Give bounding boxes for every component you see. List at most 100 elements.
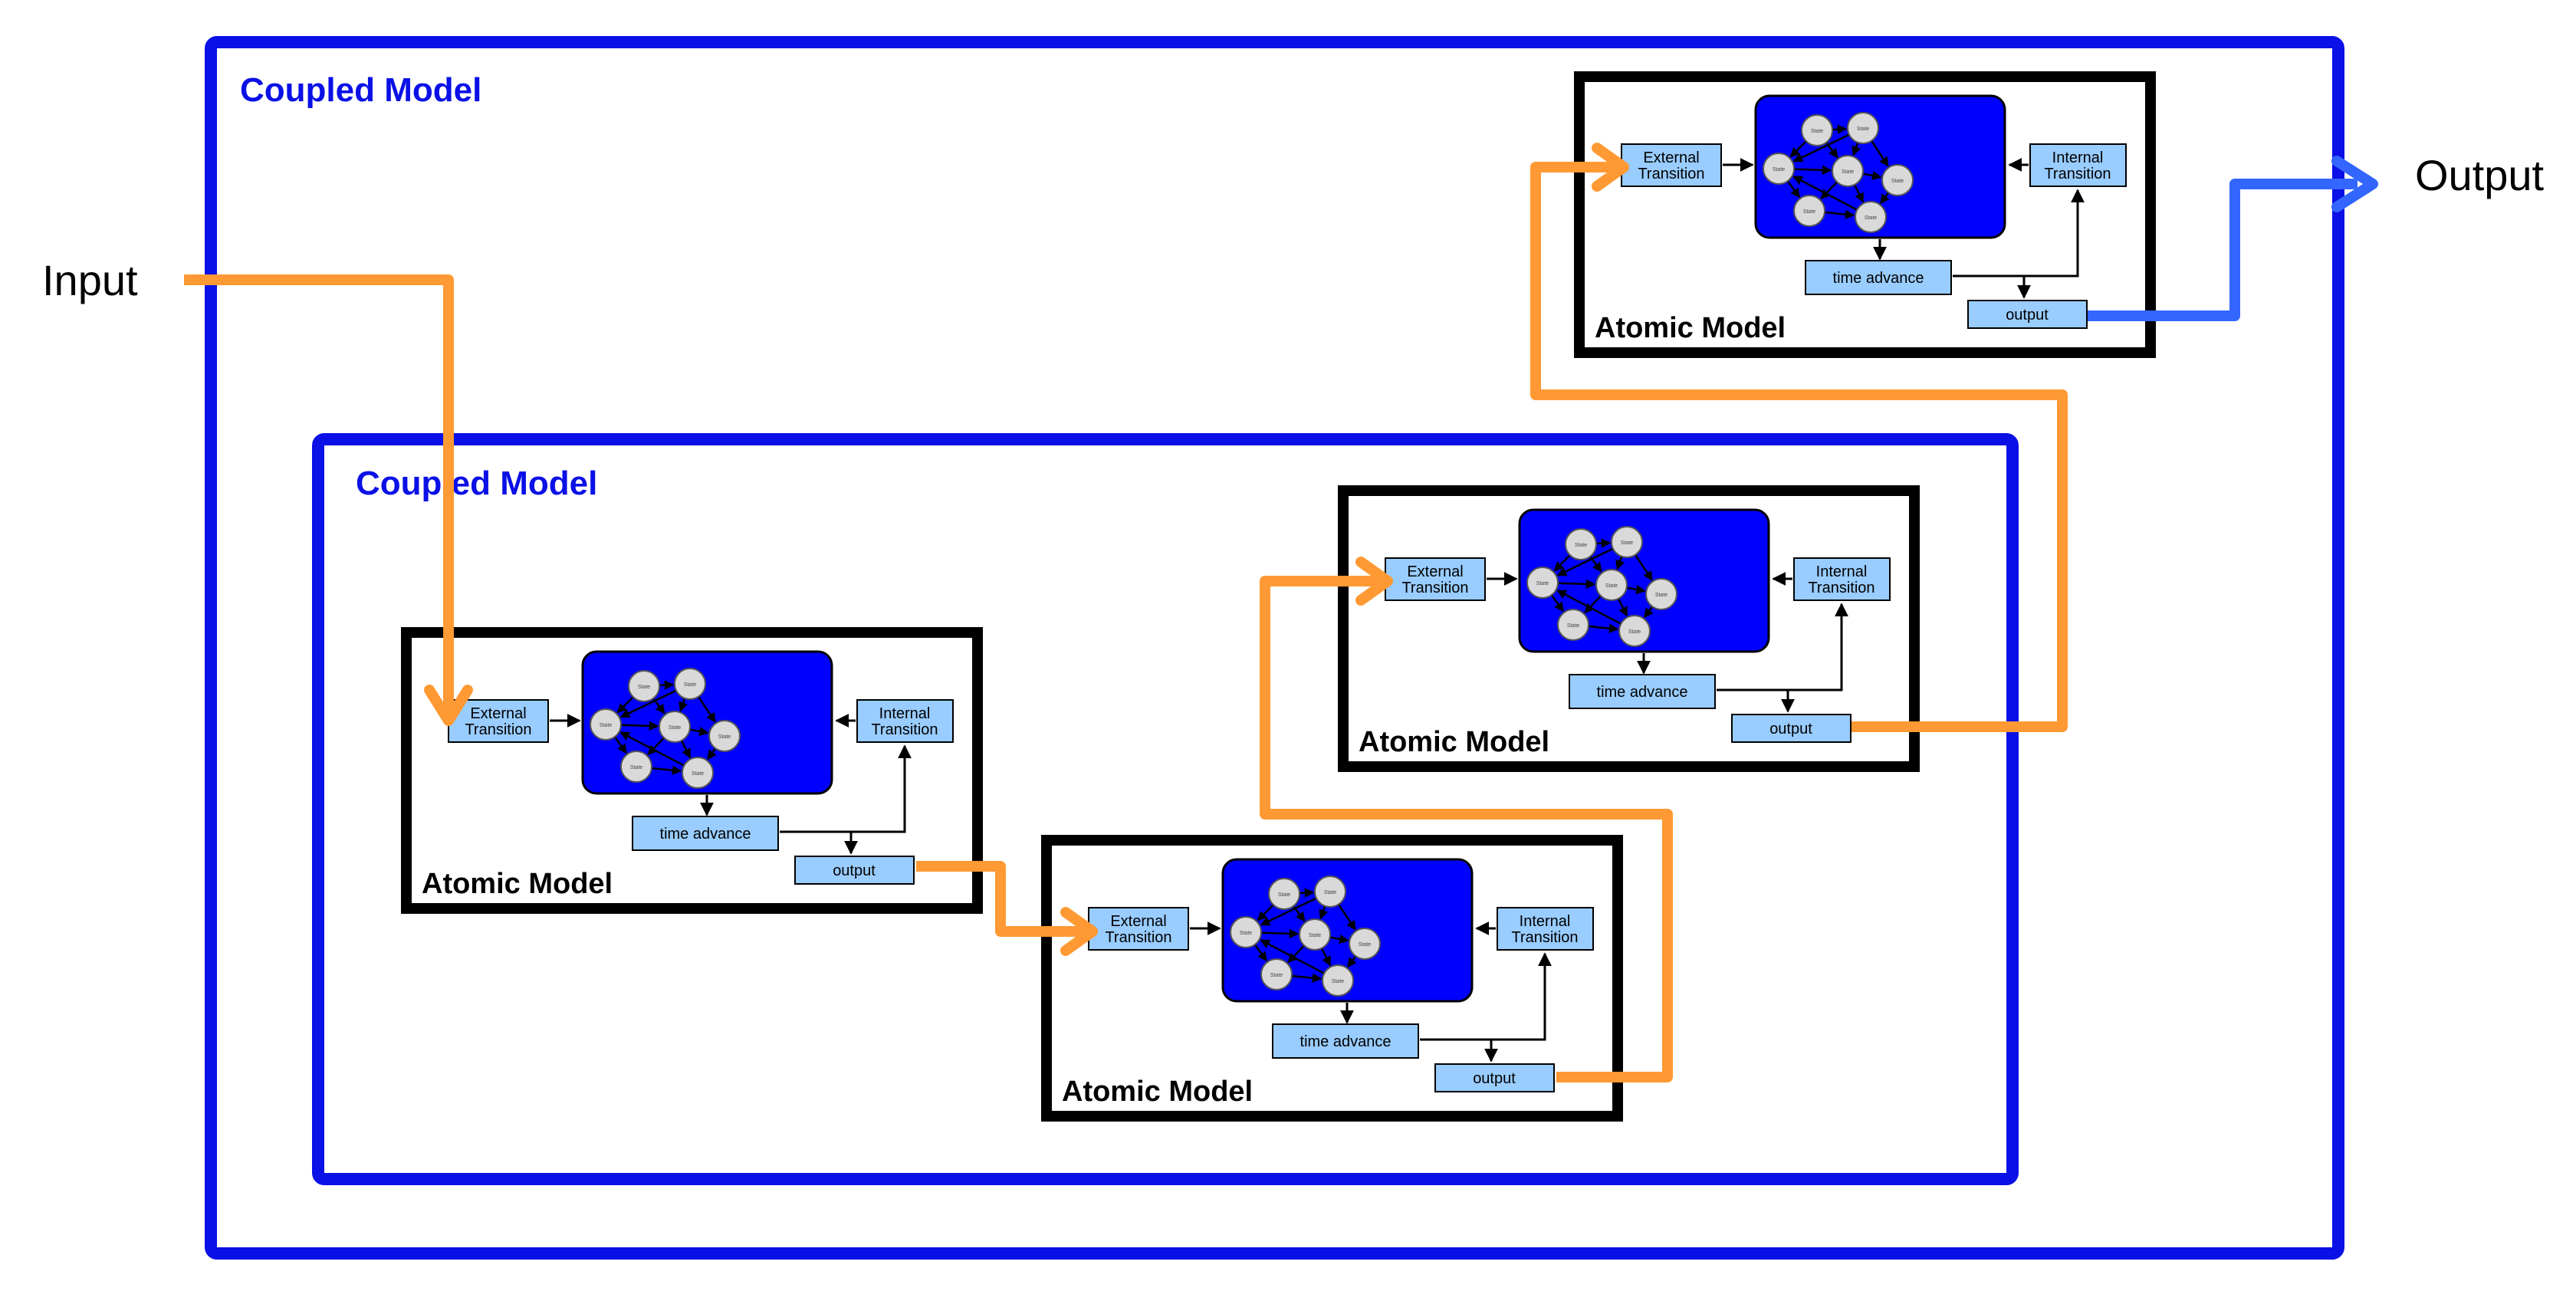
state-transition-edge xyxy=(1588,623,1619,633)
internal-transition-box xyxy=(856,699,954,743)
flow-middle-to-top-arrowhead xyxy=(1592,143,1629,192)
external-transition-label: Transition xyxy=(465,721,531,738)
state-transition-edge xyxy=(1556,547,1614,577)
inner-coupled-model-frame xyxy=(312,433,2019,1185)
state-transition-edge xyxy=(1320,948,1332,967)
state-transition-edge xyxy=(1879,192,1890,205)
input-flow-arrowhead xyxy=(424,685,473,726)
time-advance-box xyxy=(632,816,779,851)
state-node xyxy=(1314,875,1346,908)
state-node xyxy=(1618,615,1651,647)
state-node xyxy=(1526,567,1559,599)
state-transition-edge xyxy=(1346,955,1357,968)
state-node xyxy=(682,757,714,789)
external-transition-box xyxy=(1621,143,1722,187)
internal-transition-box xyxy=(1793,557,1891,601)
external-transition-box xyxy=(1385,557,1486,601)
internal-transition-label: Transition xyxy=(2044,166,2111,182)
state-node-label: State xyxy=(1891,179,1904,184)
time-advance-box xyxy=(1569,674,1716,709)
flow-left-to-bottom-arrowhead xyxy=(1060,907,1098,956)
state-node xyxy=(674,668,706,700)
state-transition-edge xyxy=(680,740,692,759)
state-transition-edge xyxy=(1634,554,1653,581)
state-node-label: State xyxy=(1575,543,1587,548)
state-node-label: State xyxy=(1842,169,1854,175)
state-transition-edge xyxy=(1615,556,1625,570)
state-transition-edge xyxy=(651,765,682,775)
state-node xyxy=(1322,964,1354,997)
state-node-label: State xyxy=(1536,581,1549,586)
state-node xyxy=(1349,928,1381,960)
output-label: Output xyxy=(2415,151,2545,199)
outer-coupled-model-label: Coupled Model xyxy=(240,71,481,109)
state-node xyxy=(1645,578,1677,610)
output-flow-arrowhead xyxy=(2331,156,2378,212)
state-transition-edge xyxy=(706,747,717,760)
state-node-label: State xyxy=(1857,126,1869,132)
time-advance-label: time advance xyxy=(660,826,751,843)
external-transition-box xyxy=(448,699,549,743)
internal-transition-box xyxy=(2029,143,2127,187)
state-node-label: State xyxy=(1278,892,1290,898)
state-transition-edge xyxy=(1299,888,1315,898)
state-transition-edge xyxy=(1792,133,1850,163)
internal-transition-label: Internal xyxy=(1816,563,1868,580)
state-transition-edge xyxy=(619,689,677,718)
state-transition-edge xyxy=(1617,598,1628,617)
state-transition-edge xyxy=(647,737,665,756)
internal-transition-box xyxy=(1497,907,1594,951)
state-node-label: State xyxy=(1621,540,1633,546)
state-transition-edge xyxy=(1260,897,1317,926)
flow-connections xyxy=(184,143,2378,1082)
state-transition-edge xyxy=(1595,538,1612,548)
output-label: output xyxy=(1769,721,1812,737)
state-transition-edge xyxy=(1319,905,1329,920)
time-advance-label: time advance xyxy=(1833,270,1924,287)
internal-transition-label: Transition xyxy=(1511,929,1578,946)
state-node-label: State xyxy=(1605,583,1618,589)
internal-transition-label: Transition xyxy=(1808,580,1875,596)
state-transition-edge xyxy=(1870,140,1889,167)
state-node xyxy=(1260,958,1293,990)
state-transition-edge xyxy=(1254,944,1268,962)
state-transition-edge xyxy=(1832,124,1848,134)
state-node-label: State xyxy=(600,723,612,728)
output-to-internal-arrow xyxy=(1788,603,1848,691)
state-transition-edge xyxy=(613,736,628,754)
outer-coupled-model-frame xyxy=(205,36,2344,1260)
state-node xyxy=(1595,569,1628,601)
state-node xyxy=(1557,609,1589,641)
state-node-label: State xyxy=(1359,942,1371,948)
output-label: output xyxy=(2006,307,2049,324)
output-to-internal-arrow xyxy=(1491,952,1552,1041)
state-transition-edge xyxy=(1329,934,1349,944)
state-transition-edge xyxy=(1793,165,1832,176)
state-transition-edge xyxy=(1643,606,1654,619)
state-node-label: State xyxy=(1773,167,1785,172)
state-node xyxy=(590,708,622,741)
external-transition-label: External xyxy=(1407,563,1463,580)
state-transition-edge xyxy=(1260,939,1325,974)
state-node xyxy=(1565,528,1597,560)
external-transition-label: External xyxy=(1643,149,1699,166)
state-transition-edge xyxy=(1852,142,1861,156)
output-to-internal-arrow xyxy=(851,744,912,833)
state-transition-edge xyxy=(1291,973,1322,983)
state-node xyxy=(1763,153,1795,185)
external-transition-label: Transition xyxy=(1638,166,1704,182)
state-transition-edge xyxy=(1786,180,1801,199)
output-label: output xyxy=(833,862,876,879)
state-transition-edge xyxy=(1824,209,1855,219)
output-to-internal-arrow xyxy=(2024,189,2085,278)
state-node xyxy=(1881,164,1914,196)
state-node-label: State xyxy=(1309,933,1321,938)
state-node-label: State xyxy=(1628,629,1641,635)
state-node-label: State xyxy=(1270,973,1283,978)
flow-middle-to-top xyxy=(1530,162,2068,732)
